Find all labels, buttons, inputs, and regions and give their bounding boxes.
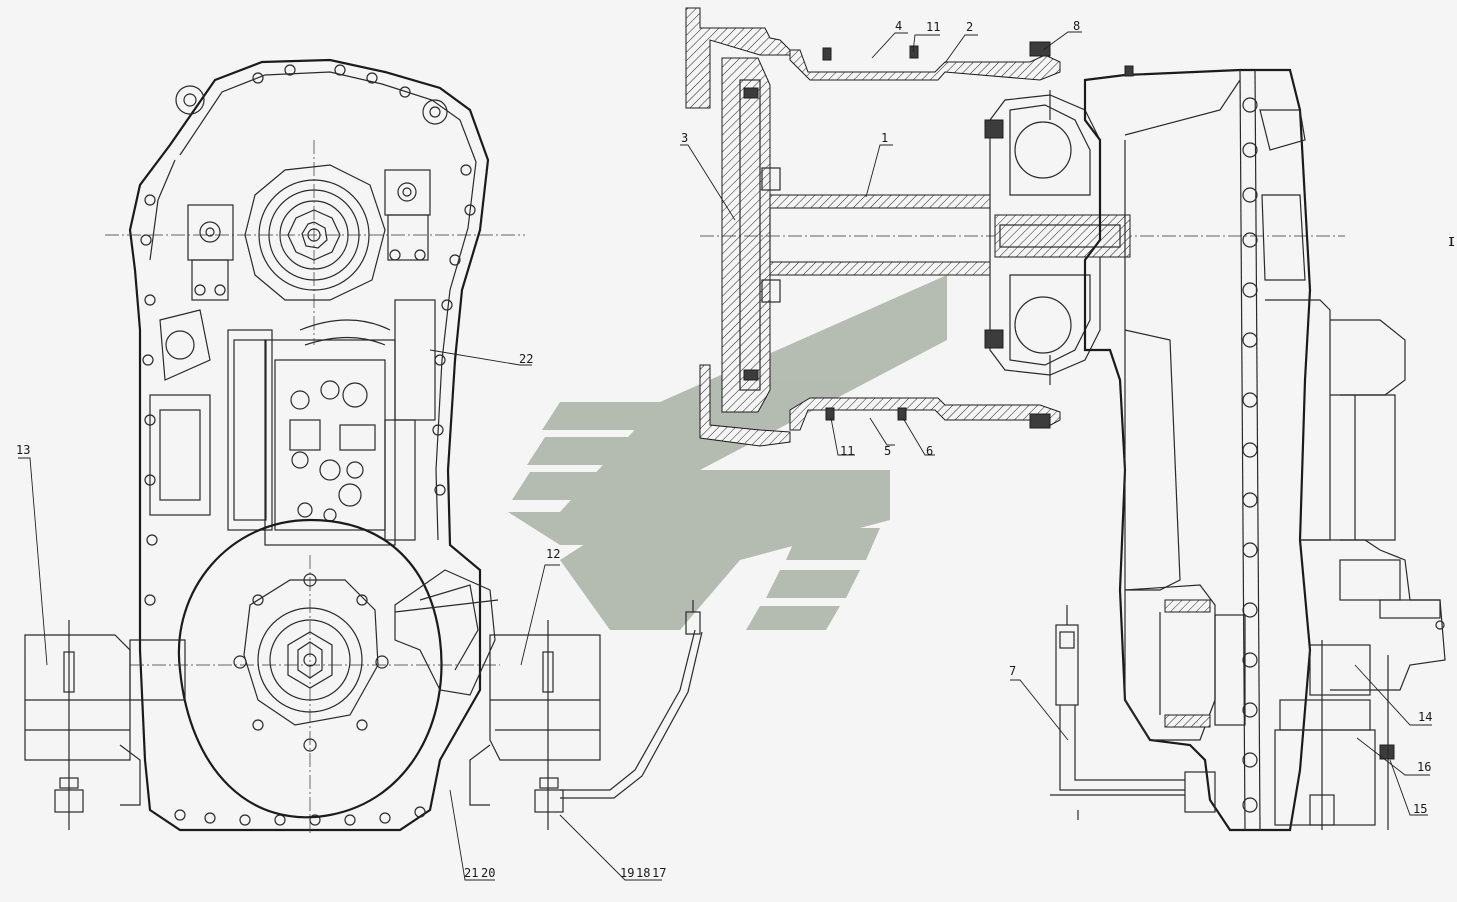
drive-shaft-lower bbox=[769, 261, 991, 276]
callout-leaders bbox=[18, 31, 1452, 881]
accessory-cluster bbox=[149, 299, 436, 546]
oil-pipe bbox=[1050, 605, 1216, 820]
engine-mounts bbox=[24, 620, 601, 830]
callout-6: 6 bbox=[926, 444, 933, 458]
upper-pulley bbox=[244, 164, 386, 301]
callout-8: 8 bbox=[1073, 19, 1080, 33]
callout-18: 18 bbox=[636, 866, 650, 880]
section-edge-mark: I bbox=[1448, 235, 1455, 249]
engine-front-view bbox=[24, 58, 703, 835]
damper-disc bbox=[721, 57, 771, 413]
callout-17: 17 bbox=[652, 866, 666, 880]
drive-shaft-upper bbox=[769, 194, 991, 209]
dipstick-tube bbox=[560, 600, 703, 799]
callout-14: 14 bbox=[1418, 710, 1432, 724]
callout-11-bottom: 11 bbox=[840, 444, 854, 458]
callout-16: 16 bbox=[1417, 760, 1431, 774]
callout-13: 13 bbox=[16, 443, 30, 457]
callout-2: 2 bbox=[966, 20, 973, 34]
callout-labels: 1 2 3 4 5 6 7 8 11 11 12 13 14 15 16 17 … bbox=[16, 19, 1455, 880]
upper-shell bbox=[789, 49, 1061, 81]
upper-brackets bbox=[187, 169, 431, 301]
callout-7: 7 bbox=[1009, 664, 1016, 678]
engine-housing-outline bbox=[128, 58, 490, 832]
callout-1: 1 bbox=[881, 131, 888, 145]
engine-side-section bbox=[685, 7, 1446, 832]
callout-19: 19 bbox=[620, 866, 634, 880]
callout-21: 21 bbox=[464, 866, 478, 880]
callout-11-top: 11 bbox=[926, 20, 940, 34]
callout-22: 22 bbox=[519, 352, 533, 366]
callout-4: 4 bbox=[895, 19, 902, 33]
callout-5: 5 bbox=[884, 444, 891, 458]
callout-15: 15 bbox=[1413, 802, 1427, 816]
callout-3: 3 bbox=[681, 131, 688, 145]
callout-12: 12 bbox=[546, 547, 560, 561]
fluid-coupling bbox=[984, 41, 1131, 429]
starter-motor bbox=[394, 569, 499, 696]
callout-20: 20 bbox=[481, 866, 495, 880]
gearbox-housing bbox=[1083, 68, 1446, 832]
